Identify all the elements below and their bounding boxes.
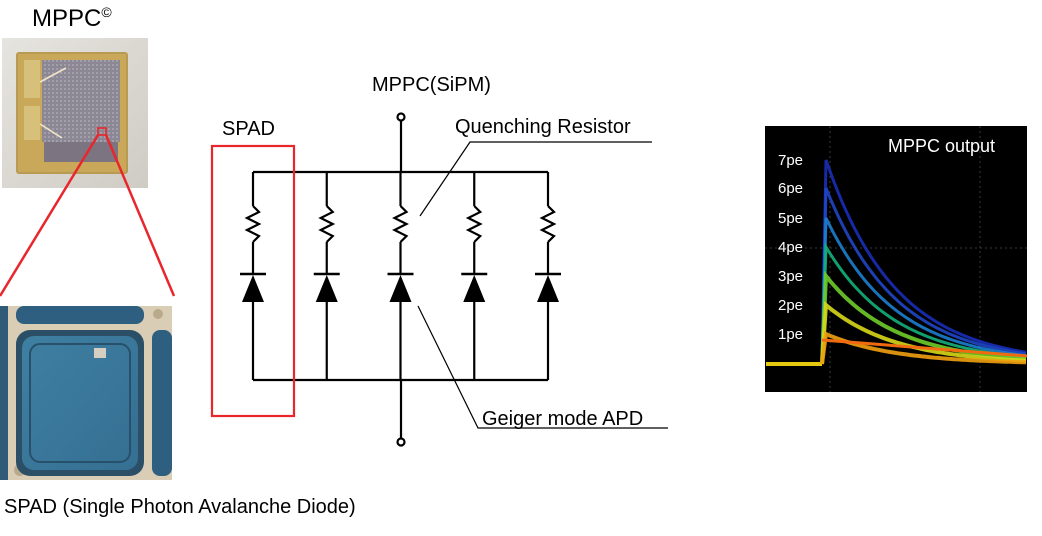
scope-panel	[765, 126, 1028, 392]
spad-cell	[240, 172, 266, 380]
scope-trace	[821, 338, 1028, 358]
quenching-resistor	[539, 205, 557, 243]
copyright-mark: ©	[101, 4, 112, 20]
scope-trace	[820, 331, 1027, 365]
apd-diode	[537, 275, 559, 302]
zoom-marker	[97, 127, 107, 136]
scope-level-label: 4pe	[778, 239, 804, 256]
scope-trace	[820, 159, 1027, 365]
scope-level-label: 1pe	[778, 326, 804, 343]
quenching-resistor	[244, 205, 262, 243]
scope-trace	[820, 217, 1027, 365]
top-terminal	[396, 112, 406, 122]
scope-title: MPPC output	[888, 136, 996, 156]
scope-trace	[820, 270, 1027, 365]
scope-traces	[766, 159, 1028, 366]
apd-diode	[463, 275, 486, 302]
scope-level-label: 2pe	[778, 297, 804, 314]
spad-cell	[387, 172, 414, 380]
spad-cell	[535, 172, 561, 380]
quenching-resistor	[392, 205, 409, 243]
scope-level-label: 6pe	[778, 180, 804, 197]
quenching-resistor	[318, 205, 336, 243]
bottom-terminal	[396, 437, 406, 447]
geiger-apd-label: Geiger mode APD	[482, 408, 644, 430]
product-title: MPPC©	[32, 4, 112, 33]
spad-cell	[313, 172, 340, 380]
spad-cell	[461, 172, 488, 380]
apd-diode	[389, 275, 412, 302]
spad-label: SPAD	[222, 118, 275, 140]
zoom-line-right	[104, 134, 176, 297]
zoom-line-left	[0, 134, 100, 297]
spad-micrograph	[0, 306, 172, 480]
quenching-resistor	[465, 205, 483, 243]
apd-diode	[315, 275, 338, 302]
apd-leader	[417, 305, 668, 429]
mppc-sipm-label: MPPC(SiPM)	[372, 74, 491, 96]
spad-highlight-box	[210, 144, 296, 418]
spad-cells	[240, 172, 561, 380]
scope-level-label: 3pe	[778, 268, 804, 285]
mppc-chip-photo	[2, 38, 148, 188]
spad-caption: SPAD (Single Photon Avalanche Diode)	[4, 496, 356, 518]
scope-level-label: 7pe	[778, 152, 804, 169]
product-title-text: MPPC	[32, 5, 102, 32]
scope-level-label: 5pe	[778, 210, 804, 227]
quenching-leader	[419, 141, 652, 217]
quenching-resistor-label: Quenching Resistor	[455, 116, 631, 138]
scope-trace	[820, 187, 1027, 365]
apd-diode	[242, 275, 264, 302]
